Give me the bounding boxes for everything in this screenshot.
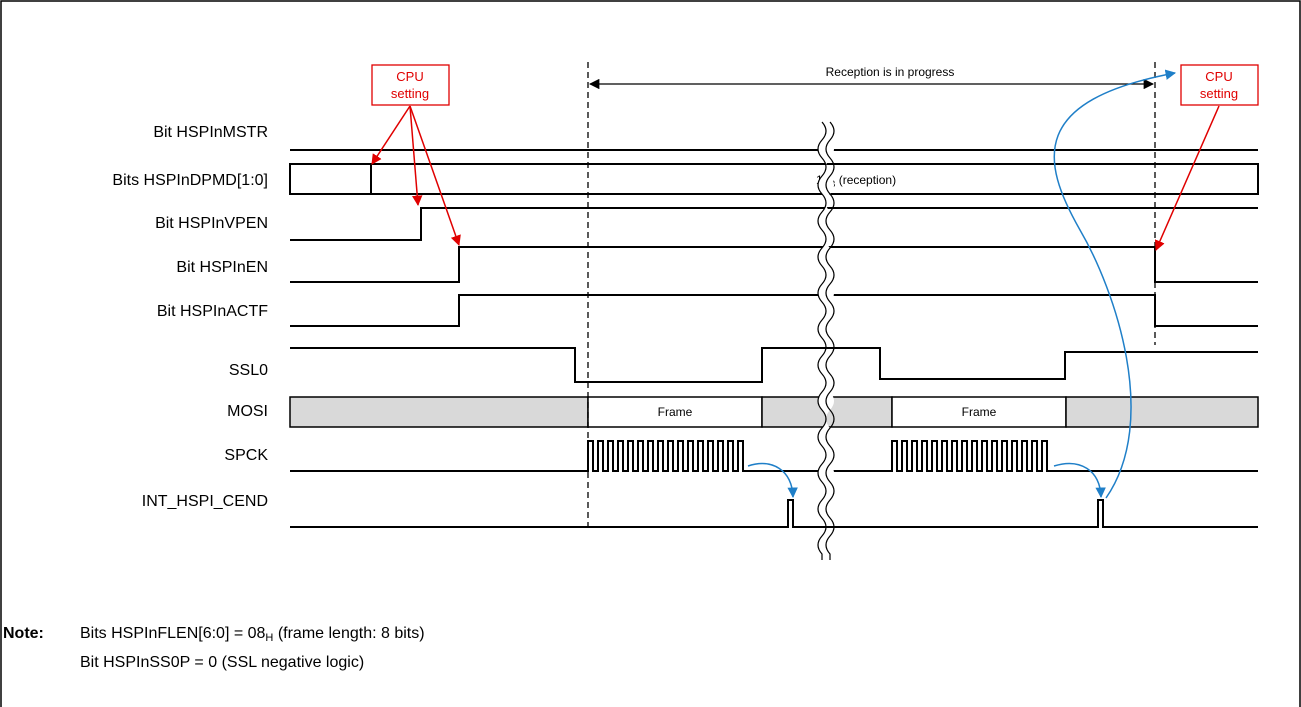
mosi-idle-3 [1065,396,1259,428]
arrow-to-vpen [409,105,423,207]
arrow-to-en-clear [1154,105,1220,251]
label-int-hspi-cend: INT_HSPI_CEND [142,493,268,510]
cpu-setting-right-line1: CPU [1205,69,1232,84]
label-hspinactf: Bit HSPInACTF [157,303,268,320]
label-ssl0: SSL0 [229,362,268,379]
wave-hspindpmd: 10B (reception) [289,163,1259,195]
mosi-frame-2 [891,396,1067,428]
cpu-setting-callout-left: CPU setting [371,64,461,246]
note-label: Note: [3,625,44,642]
cpu-setting-box-right [1180,64,1259,106]
cpu-setting-left-line1: CPU [396,69,423,84]
wave-hspinactf [290,294,1258,327]
label-mosi: MOSI [227,403,268,420]
label-hspindpmd: Bits HSPInDPMD[1:0] [112,172,268,189]
frame-label-1: Frame [658,405,693,419]
signal-labels: Bit HSPInMSTR Bits HSPInDPMD[1:0] Bit HS… [112,124,268,510]
label-hspinen: Bit HSPInEN [176,259,268,276]
label-hspinvpen: Bit HSPInVPEN [155,215,268,232]
note: Note: Bits HSPInFLEN[6:0] = 08H (frame l… [3,625,425,671]
note-line1: Bits HSPInFLEN[6:0] = 08H (frame length:… [80,625,425,644]
wave-spck [290,440,1258,472]
arrow-to-dpmd [371,105,411,165]
wave-hspinvpen [290,207,1258,241]
label-hspinmstr: Bit HSPInMSTR [153,124,268,141]
blue-arrow-cend-1 [747,462,798,499]
blue-arrow-cend-2 [1053,462,1106,499]
cpu-setting-box-left [371,64,450,106]
wave-int-hspi-cend [290,499,1258,528]
wave-ssl0 [290,347,1258,383]
blue-arrow-to-cpu [1053,69,1177,499]
wave-mosi: Frame Frame [289,396,1259,428]
frame-label-2: Frame [962,405,997,419]
cpu-setting-callout-right: CPU setting [1154,64,1259,251]
cpu-setting-right-line2: setting [1200,86,1238,101]
wave-hspinen [290,246,1258,283]
label-spck: SPCK [224,447,268,464]
arrow-to-en [409,105,461,246]
reception-label: Reception is in progress [826,65,955,79]
note-line2: Bit HSPInSS0P = 0 (SSL negative logic) [80,654,364,671]
mosi-idle-1 [289,396,589,428]
cpu-setting-left-line2: setting [391,86,429,101]
time-break [817,121,835,560]
